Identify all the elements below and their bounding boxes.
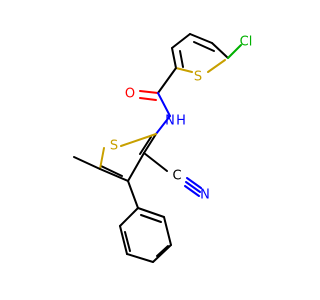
bottom-thiophene-ring [99, 133, 157, 182]
nitrogen-atom-amide: N [165, 114, 175, 129]
nitrogen-atom-cyano: N [200, 188, 210, 203]
sulfur-atom-bottom: S [110, 139, 118, 154]
molecule-structure: Cl S O N H S C N [73, 33, 253, 263]
oxygen-atom: O [125, 87, 135, 102]
phenyl-ring [119, 180, 172, 263]
amide-group [139, 67, 177, 135]
methyl-bond [73, 156, 101, 170]
hydrogen-atom-amide: H [176, 114, 186, 129]
chlorine-atom: Cl [240, 35, 253, 50]
cyano-group [143, 152, 202, 197]
sulfur-atom-top: S [194, 70, 202, 85]
carbon-atom-cyano: C [172, 169, 181, 184]
top-thiophene-ring [171, 33, 242, 73]
